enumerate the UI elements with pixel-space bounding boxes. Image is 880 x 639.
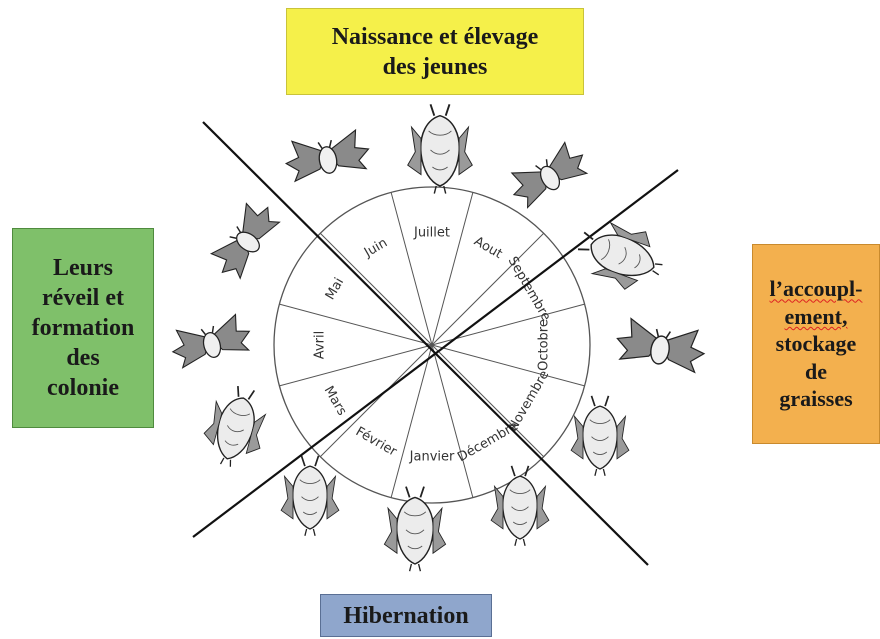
month-label: Aout bbox=[471, 234, 504, 262]
month-label: Septembre bbox=[505, 254, 554, 323]
month-label: Juillet bbox=[413, 226, 450, 241]
month-label: Octobre bbox=[537, 319, 552, 371]
bat-flying-icon bbox=[504, 138, 591, 210]
month-label: Avril bbox=[313, 331, 328, 359]
month-label: Mars bbox=[321, 384, 350, 419]
month-label: Décembre bbox=[455, 419, 521, 466]
bat-flying-icon bbox=[283, 128, 372, 182]
quadrant-divider-line bbox=[203, 122, 648, 565]
bat-hanging-icon bbox=[384, 487, 445, 572]
month-divider bbox=[432, 345, 473, 498]
month-divider bbox=[391, 345, 432, 498]
month-label: Juin bbox=[361, 236, 390, 261]
month-divider bbox=[279, 345, 432, 386]
bat-flying-icon bbox=[614, 317, 708, 374]
bat-illustrations bbox=[168, 104, 708, 571]
month-label: Février bbox=[353, 424, 400, 460]
bat-hanging-icon bbox=[491, 466, 549, 546]
bat-cluster-icon bbox=[571, 212, 671, 298]
bat-hanging-icon bbox=[571, 396, 629, 476]
bat-hanging-icon bbox=[281, 456, 339, 536]
month-divider bbox=[279, 304, 432, 345]
bat-hanging-icon bbox=[198, 381, 275, 473]
bat-flying-icon bbox=[168, 312, 254, 369]
month-label: Janvier bbox=[409, 450, 455, 465]
month-divider bbox=[432, 192, 473, 345]
bat-flying-icon bbox=[206, 196, 282, 283]
bat-cluster-icon bbox=[408, 104, 473, 193]
month-label: Mai bbox=[323, 275, 347, 302]
month-divider bbox=[391, 192, 432, 345]
month-divider bbox=[432, 345, 585, 386]
